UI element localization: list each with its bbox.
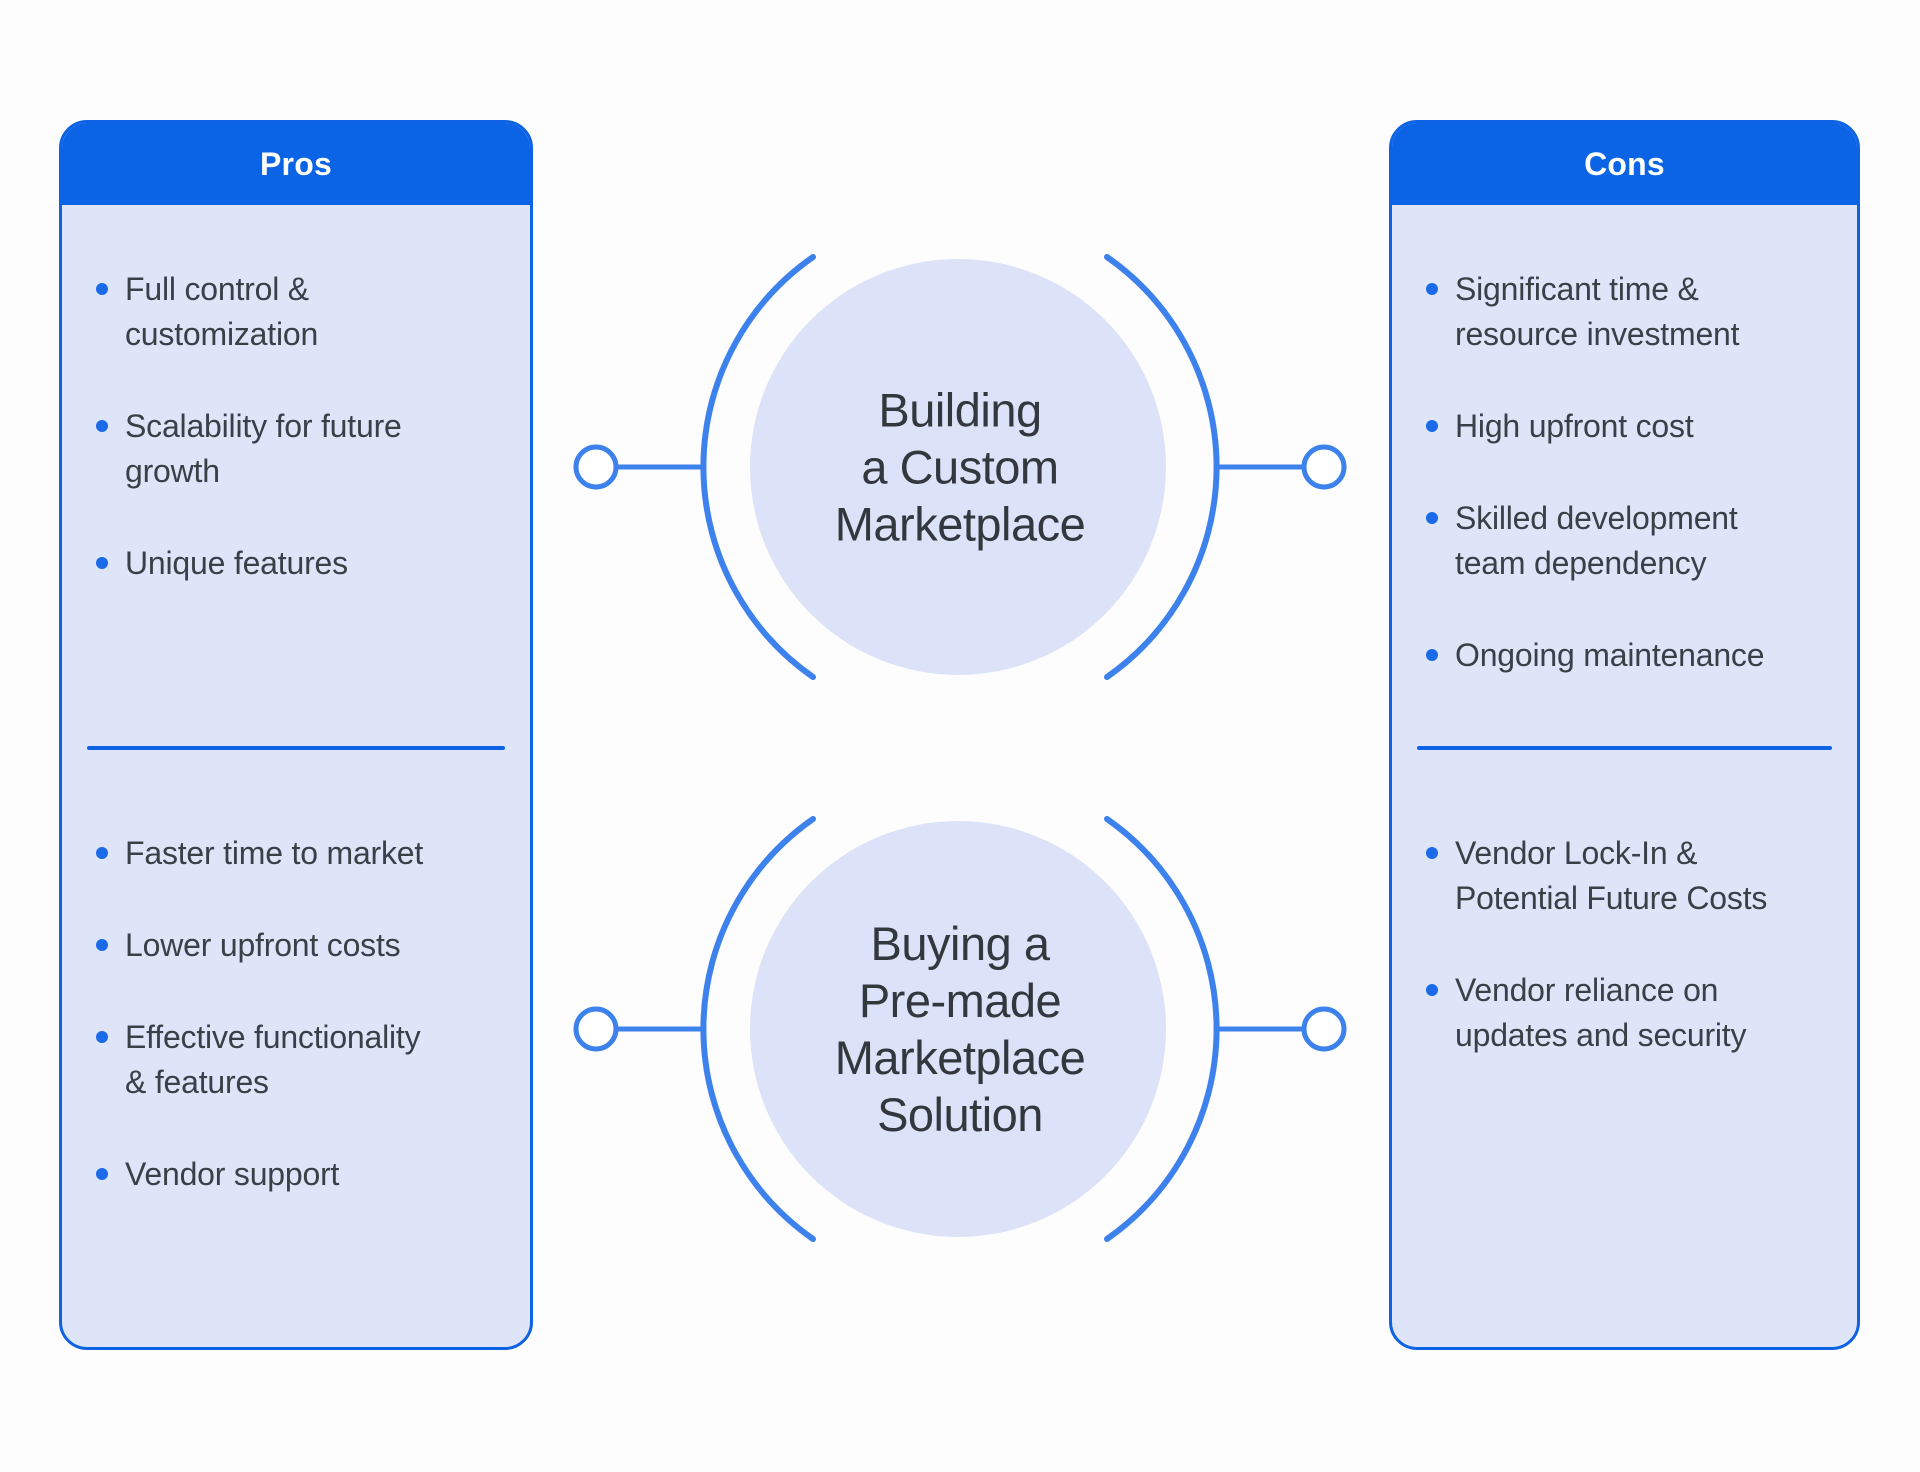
bullet-icon — [1426, 420, 1438, 432]
list-item-text: High upfront cost — [1455, 408, 1694, 444]
list-item-text: Unique features — [125, 545, 348, 581]
list-item-text: Vendor Lock-In & Potential Future Costs — [1455, 835, 1768, 916]
pros-list-building: Full control & customization Scalability… — [62, 267, 530, 586]
list-item-text: Ongoing maintenance — [1455, 637, 1765, 673]
cons-list-item: Skilled development team dependency — [1392, 496, 1857, 586]
pros-title: Pros — [260, 145, 332, 182]
bullet-icon — [96, 939, 108, 951]
pros-list-item: Unique features — [62, 541, 530, 586]
cons-list-item: Significant time & resource investment — [1392, 267, 1857, 357]
list-item-text: Significant time & resource investment — [1455, 271, 1740, 352]
list-item-text: Skilled development team dependency — [1455, 500, 1738, 581]
bullet-icon — [1426, 847, 1438, 859]
connector-dot-right-buying — [1301, 1006, 1347, 1052]
node-title-line: Buying a — [870, 917, 1050, 970]
cons-list-buying: Vendor Lock-In & Potential Future Costs … — [1392, 831, 1857, 1058]
list-item-text: Full control & customization — [125, 271, 319, 352]
list-item-text: Scalability for future growth — [125, 408, 402, 489]
bullet-icon — [96, 283, 108, 295]
cons-panel: Cons Significant time & resource investm… — [1389, 120, 1860, 1350]
node-title-line: a Custom — [861, 440, 1059, 494]
node-title-line: Marketplace — [834, 1031, 1086, 1084]
pros-header: Pros — [62, 123, 530, 205]
cons-list-item: Vendor Lock-In & Potential Future Costs — [1392, 831, 1857, 921]
pros-list-item: Full control & customization — [62, 267, 530, 357]
list-item-text: Effective functionality & features — [125, 1019, 421, 1100]
node-title-line: Building — [878, 383, 1042, 437]
node-circle-building — [750, 259, 1166, 675]
bullet-icon — [96, 1031, 108, 1043]
connector-dot-right-building — [1301, 444, 1347, 490]
list-item-text: Faster time to market — [125, 835, 424, 871]
pros-list-item: Vendor support — [62, 1152, 530, 1197]
cons-header: Cons — [1392, 123, 1857, 205]
bullet-icon — [96, 847, 108, 859]
pros-section-building: Full control & customization Scalability… — [62, 205, 530, 746]
node-circle-buying — [750, 821, 1166, 1237]
cons-list-item: Vendor reliance on updates and security — [1392, 968, 1857, 1058]
pros-list-item: Effective functionality & features — [62, 1015, 530, 1105]
cons-title: Cons — [1584, 145, 1665, 182]
pros-list-buying: Faster time to market Lower upfront cost… — [62, 831, 530, 1197]
connector-dot-left-building — [573, 444, 619, 490]
pros-divider — [87, 746, 505, 750]
bullet-icon — [1426, 649, 1438, 661]
cons-list-item: High upfront cost — [1392, 404, 1857, 449]
connector-dot-left-buying — [573, 1006, 619, 1052]
bullet-icon — [96, 557, 108, 569]
bullet-icon — [1426, 984, 1438, 996]
bullet-icon — [1426, 283, 1438, 295]
pros-section-buying: Faster time to market Lower upfront cost… — [62, 750, 530, 1197]
list-item-text: Vendor support — [125, 1156, 340, 1192]
cons-section-buying: Vendor Lock-In & Potential Future Costs … — [1392, 750, 1857, 1058]
node-title-line: Marketplace — [834, 497, 1086, 551]
cons-list-building: Significant time & resource investment H… — [1392, 267, 1857, 678]
list-item-text: Vendor reliance on updates and security — [1455, 972, 1747, 1053]
bullet-icon — [1426, 512, 1438, 524]
cons-list-item: Ongoing maintenance — [1392, 633, 1857, 678]
node-title-line: Solution — [877, 1088, 1043, 1141]
list-item-text: Lower upfront costs — [125, 927, 401, 963]
bullet-icon — [96, 420, 108, 432]
pros-panel: Pros Full control & customization Scalab… — [59, 120, 533, 1350]
pros-body: Full control & customization Scalability… — [62, 205, 530, 1197]
bullet-icon — [96, 1168, 108, 1180]
pros-list-item: Scalability for future growth — [62, 404, 530, 494]
pros-list-item: Faster time to market — [62, 831, 530, 876]
pros-list-item: Lower upfront costs — [62, 923, 530, 968]
cons-body: Significant time & resource investment H… — [1392, 205, 1857, 1058]
cons-divider — [1417, 746, 1832, 750]
node-title-line: Pre-made — [858, 974, 1062, 1027]
cons-section-building: Significant time & resource investment H… — [1392, 205, 1857, 746]
